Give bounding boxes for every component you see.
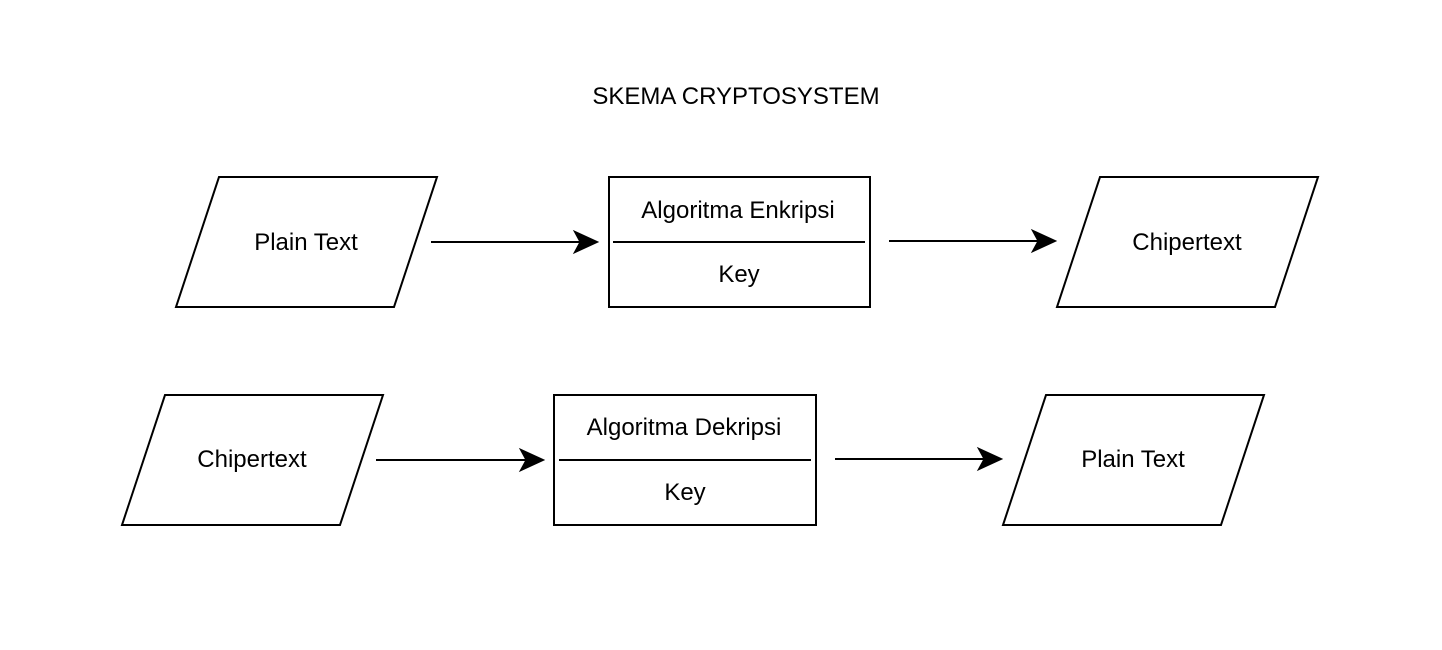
decryption-algorithm-label: Algoritma Dekripsi bbox=[587, 414, 782, 441]
encryption-algorithm-label: Algoritma Enkripsi bbox=[641, 197, 834, 224]
decryption-arrow-2-head bbox=[976, 446, 1004, 472]
encryption-output-node: Chipertext bbox=[1055, 176, 1320, 308]
decryption-row: Chipertext Algoritma Dekripsi Key bbox=[120, 394, 1266, 526]
encryption-output-shape bbox=[1055, 176, 1320, 308]
encryption-output-label: Chipertext bbox=[1132, 229, 1242, 256]
decryption-input-shape bbox=[120, 394, 385, 526]
decryption-output-shape bbox=[1001, 394, 1266, 526]
decryption-input-label: Chipertext bbox=[197, 446, 307, 473]
encryption-arrow-2-head bbox=[1030, 228, 1058, 254]
encryption-process-node: Algoritma Enkripsi Key bbox=[608, 176, 871, 308]
encryption-row: Plain Text Algoritma Enkripsi Key bbox=[174, 176, 1320, 308]
diagram-title: SKEMA CRYPTOSYSTEM bbox=[592, 83, 879, 110]
encryption-arrow-1-head bbox=[572, 229, 600, 255]
decryption-key-label: Key bbox=[664, 479, 705, 506]
decryption-output-label: Plain Text bbox=[1081, 446, 1185, 473]
decryption-input-node: Chipertext bbox=[120, 394, 385, 526]
encryption-arrow-1 bbox=[431, 229, 600, 255]
decryption-arrow-2 bbox=[835, 446, 1004, 472]
encryption-input-label: Plain Text bbox=[254, 229, 358, 256]
decryption-arrow-1-head bbox=[518, 447, 546, 473]
encryption-key-label: Key bbox=[718, 261, 759, 288]
decryption-output-node: Plain Text bbox=[1001, 394, 1266, 526]
decryption-arrow-1 bbox=[376, 447, 546, 473]
encryption-input-node: Plain Text bbox=[174, 176, 439, 308]
decryption-process-node: Algoritma Dekripsi Key bbox=[553, 394, 817, 526]
encryption-arrow-2 bbox=[889, 228, 1058, 254]
encryption-input-shape bbox=[174, 176, 439, 308]
